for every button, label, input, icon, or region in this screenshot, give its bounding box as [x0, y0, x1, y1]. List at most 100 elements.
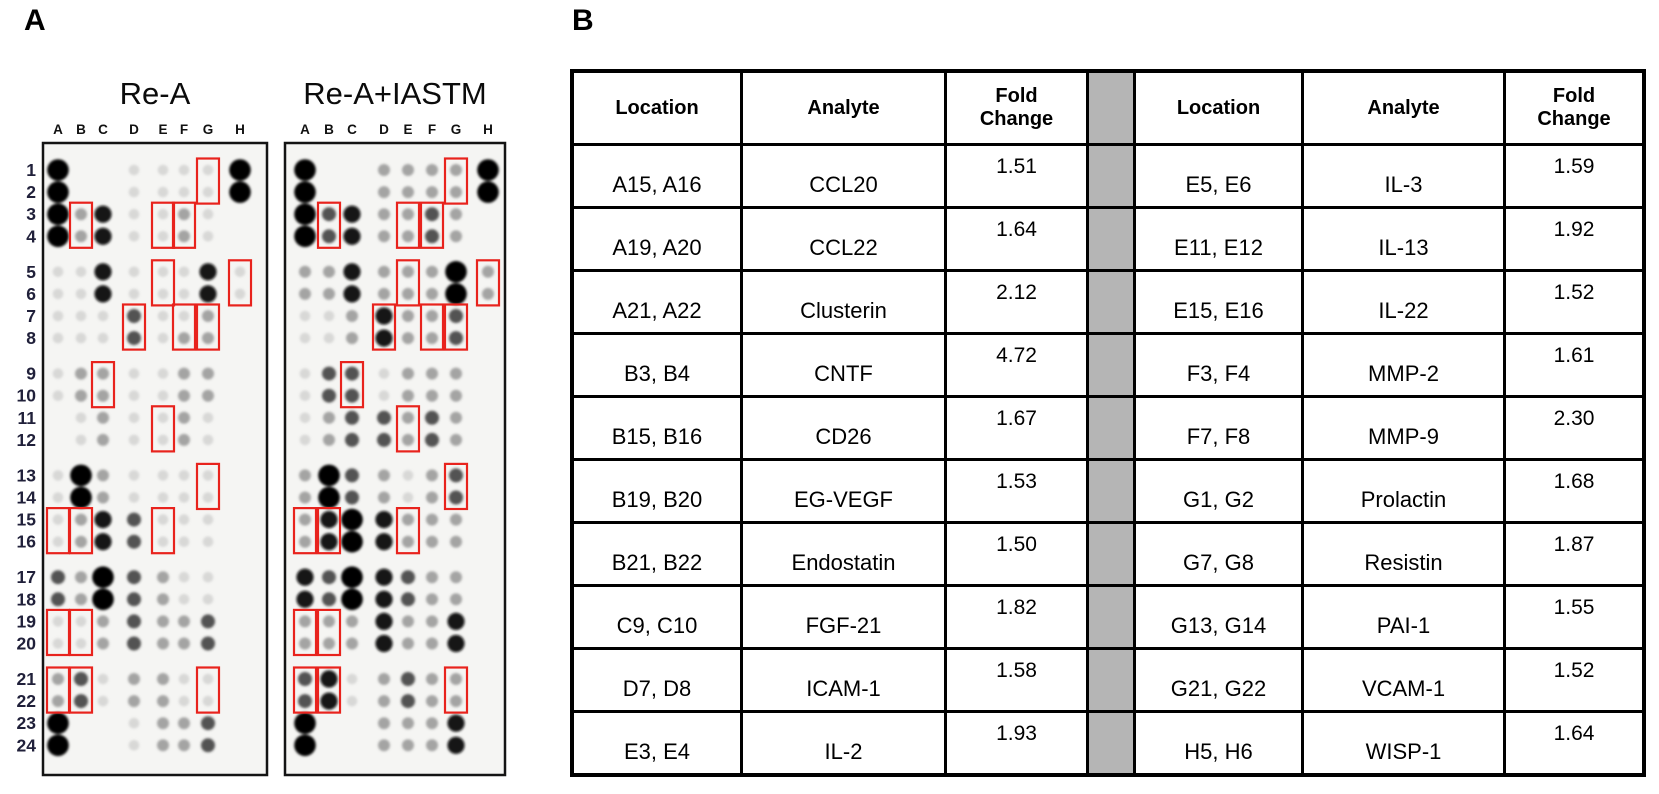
array-spot — [477, 159, 499, 181]
blot-title-re-a: Re-A — [119, 76, 191, 111]
array-spot — [47, 712, 69, 734]
array-spot — [449, 490, 463, 505]
array-spot — [157, 739, 169, 752]
array-spot — [401, 672, 415, 686]
array-spot — [157, 695, 169, 708]
blot-column-header: A — [53, 122, 63, 137]
highlight-box-G1-2 — [195, 157, 221, 205]
highlight-box-H5-6 — [475, 259, 501, 307]
array-spot — [378, 265, 390, 278]
array-spot — [157, 412, 169, 424]
array-spot — [378, 368, 390, 379]
blot-row-label: 14 — [17, 488, 37, 508]
array-spot — [294, 181, 316, 203]
panel-b-label: B — [572, 4, 594, 37]
highlight-box-F3-4 — [419, 201, 445, 249]
array-spot — [425, 229, 439, 244]
blot-row-label: 20 — [17, 634, 37, 654]
array-spot — [322, 388, 336, 403]
array-spot — [322, 229, 336, 244]
array-spot — [178, 208, 190, 221]
highlight-box-G21-22 — [195, 666, 221, 714]
array-spot — [378, 390, 390, 402]
cell-analyte: Prolactin — [1304, 461, 1503, 521]
array-spot — [345, 490, 359, 505]
array-spot — [445, 261, 467, 283]
highlight-box-B21-22 — [316, 666, 342, 714]
array-spot — [201, 636, 215, 651]
array-spot — [202, 594, 214, 605]
array-spot — [47, 734, 69, 757]
separator-cell — [1089, 713, 1133, 773]
blot-row-label: 24 — [17, 735, 37, 755]
array-spot — [178, 186, 190, 198]
array-spot — [482, 287, 494, 300]
blot-column-header: A — [300, 122, 310, 137]
array-spot — [52, 288, 64, 300]
array-spot — [70, 464, 92, 487]
blot-column-header: H — [235, 122, 245, 137]
protein-array-blots: 123456789101112131415161718192021222324A… — [17, 122, 507, 777]
highlight-box-A19-20 — [292, 608, 318, 657]
array-spot — [402, 287, 414, 300]
header-fold-change-right: Fold Change — [1506, 73, 1642, 143]
array-spot — [323, 433, 335, 446]
array-spot — [345, 432, 359, 447]
array-spot — [178, 615, 190, 628]
array-spot — [318, 486, 340, 509]
array-spot — [426, 367, 438, 380]
array-spot — [299, 332, 311, 344]
array-spot — [127, 534, 141, 549]
array-spot — [128, 673, 140, 685]
array-spot — [346, 332, 358, 345]
cell-fold-change: 1.52 — [1506, 650, 1642, 710]
array-spot — [94, 285, 112, 303]
array-spot — [75, 389, 87, 402]
array-spot — [299, 469, 311, 482]
array-spot — [375, 533, 393, 551]
highlight-box-A21-22 — [292, 666, 318, 714]
array-spot — [402, 411, 414, 424]
array-spot — [178, 288, 190, 300]
array-spot — [426, 469, 438, 482]
array-spot — [378, 739, 390, 752]
cell-fold-change: 1.87 — [1506, 524, 1642, 584]
blot-column-header: B — [76, 122, 86, 137]
array-spot — [449, 331, 463, 346]
array-spot — [128, 695, 140, 708]
cell-analyte: CD26 — [743, 398, 944, 458]
array-spot — [202, 536, 214, 547]
array-spot — [341, 588, 363, 611]
highlight-box-G13-14 — [443, 462, 469, 511]
blot-column-header: D — [379, 122, 389, 137]
array-spot — [299, 412, 311, 424]
array-spot — [426, 491, 438, 504]
array-spot — [343, 227, 361, 245]
cell-analyte: Resistin — [1304, 524, 1503, 584]
highlight-box-E15-16 — [150, 507, 176, 555]
array-spot — [52, 368, 64, 379]
array-spot — [402, 310, 414, 322]
array-spot — [52, 638, 64, 649]
array-spot — [375, 634, 393, 653]
array-spot — [346, 615, 358, 628]
blot-row-label: 6 — [26, 284, 36, 304]
array-spot — [345, 366, 359, 381]
array-spot — [199, 263, 217, 281]
cell-fold-change: 1.58 — [947, 650, 1086, 710]
array-spot — [178, 310, 190, 322]
array-spot — [157, 593, 169, 606]
array-spot — [294, 203, 316, 225]
array-spot — [202, 412, 214, 424]
array-spot — [402, 164, 414, 176]
array-spot — [426, 637, 438, 650]
cell-fold-change: 1.64 — [947, 209, 1086, 269]
blot-column-header: H — [483, 122, 493, 137]
array-spot — [378, 469, 390, 482]
array-spot — [299, 637, 311, 650]
array-spot — [402, 186, 414, 199]
blot-row-label: 18 — [17, 589, 37, 609]
highlight-box-E15-16 — [395, 507, 421, 555]
